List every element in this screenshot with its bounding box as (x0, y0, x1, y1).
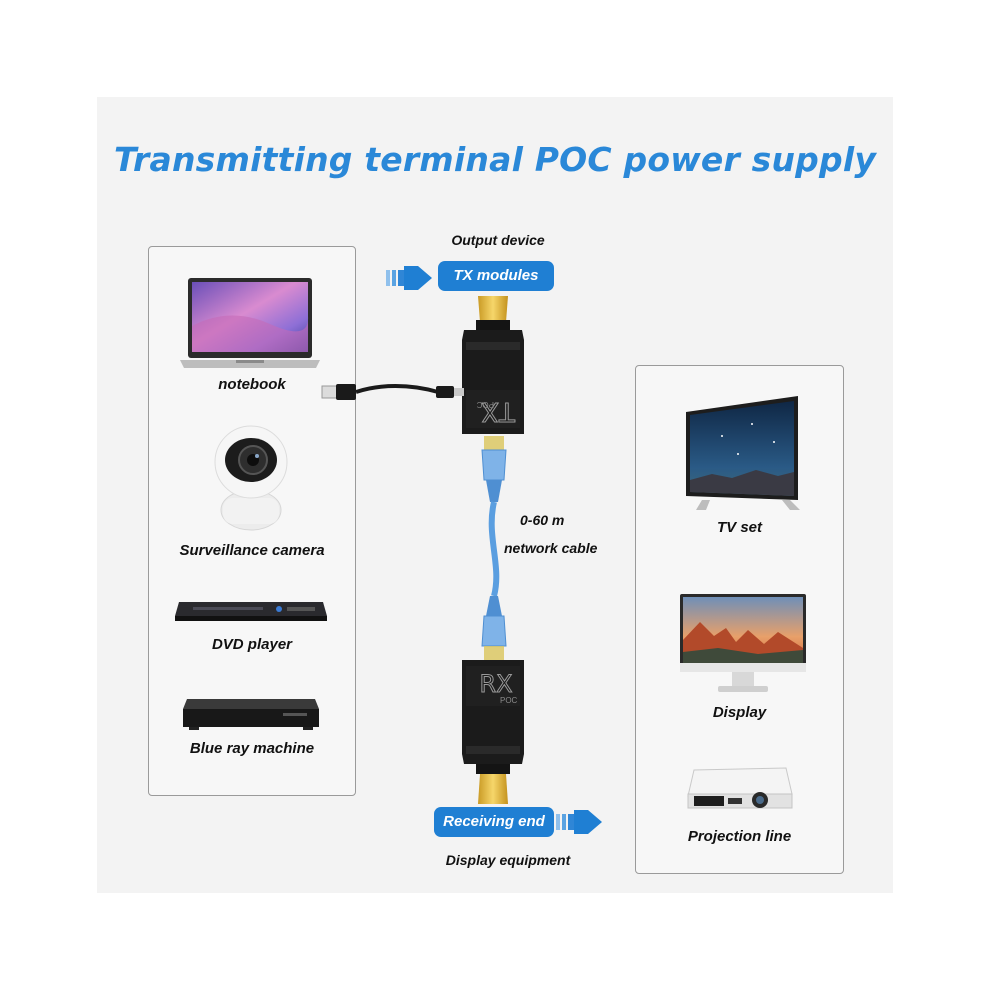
network-cable-label: network cable (504, 540, 598, 556)
tx-module-icon (462, 296, 524, 434)
tx-modules-pill: TX modules (438, 261, 554, 291)
tx-module-sublabel: POC (476, 400, 494, 409)
output-device-label: Output device (451, 232, 545, 248)
rx-module-sublabel: POC (500, 696, 518, 705)
arrow-right-icon (386, 266, 432, 290)
dvd-player-icon (175, 602, 327, 621)
surveillance-camera-icon (214, 425, 288, 531)
dvd-player-label: DVD player (211, 636, 293, 653)
display-equipment-label: Display equipment (445, 852, 571, 868)
projector-icon (687, 767, 793, 809)
projection-line-label: Projection line (687, 828, 792, 845)
receiving-end-pill: Receiving end (434, 807, 554, 837)
page-title: Transmitting terminal POC power supply (113, 140, 877, 179)
rx-module-icon (462, 660, 524, 804)
arrow-right-icon-bottom (556, 810, 602, 834)
blue-ray-machine-label: Blue ray machine (189, 740, 315, 757)
display-label: Display (712, 704, 767, 721)
surveillance-camera-label: Surveillance camera (179, 542, 325, 559)
display-monitor-icon (680, 594, 806, 692)
usb-cable-icon (321, 384, 464, 400)
network-cable-icon (481, 436, 507, 660)
rx-module-label: RX (479, 670, 513, 699)
cable-length-label: 0-60 m (520, 512, 565, 528)
notebook-label: notebook (218, 376, 286, 393)
tv-set-label: TV set (716, 519, 762, 536)
notebook-icon (180, 278, 320, 368)
blue-ray-machine-icon (183, 699, 319, 730)
tv-set-icon (686, 396, 800, 510)
